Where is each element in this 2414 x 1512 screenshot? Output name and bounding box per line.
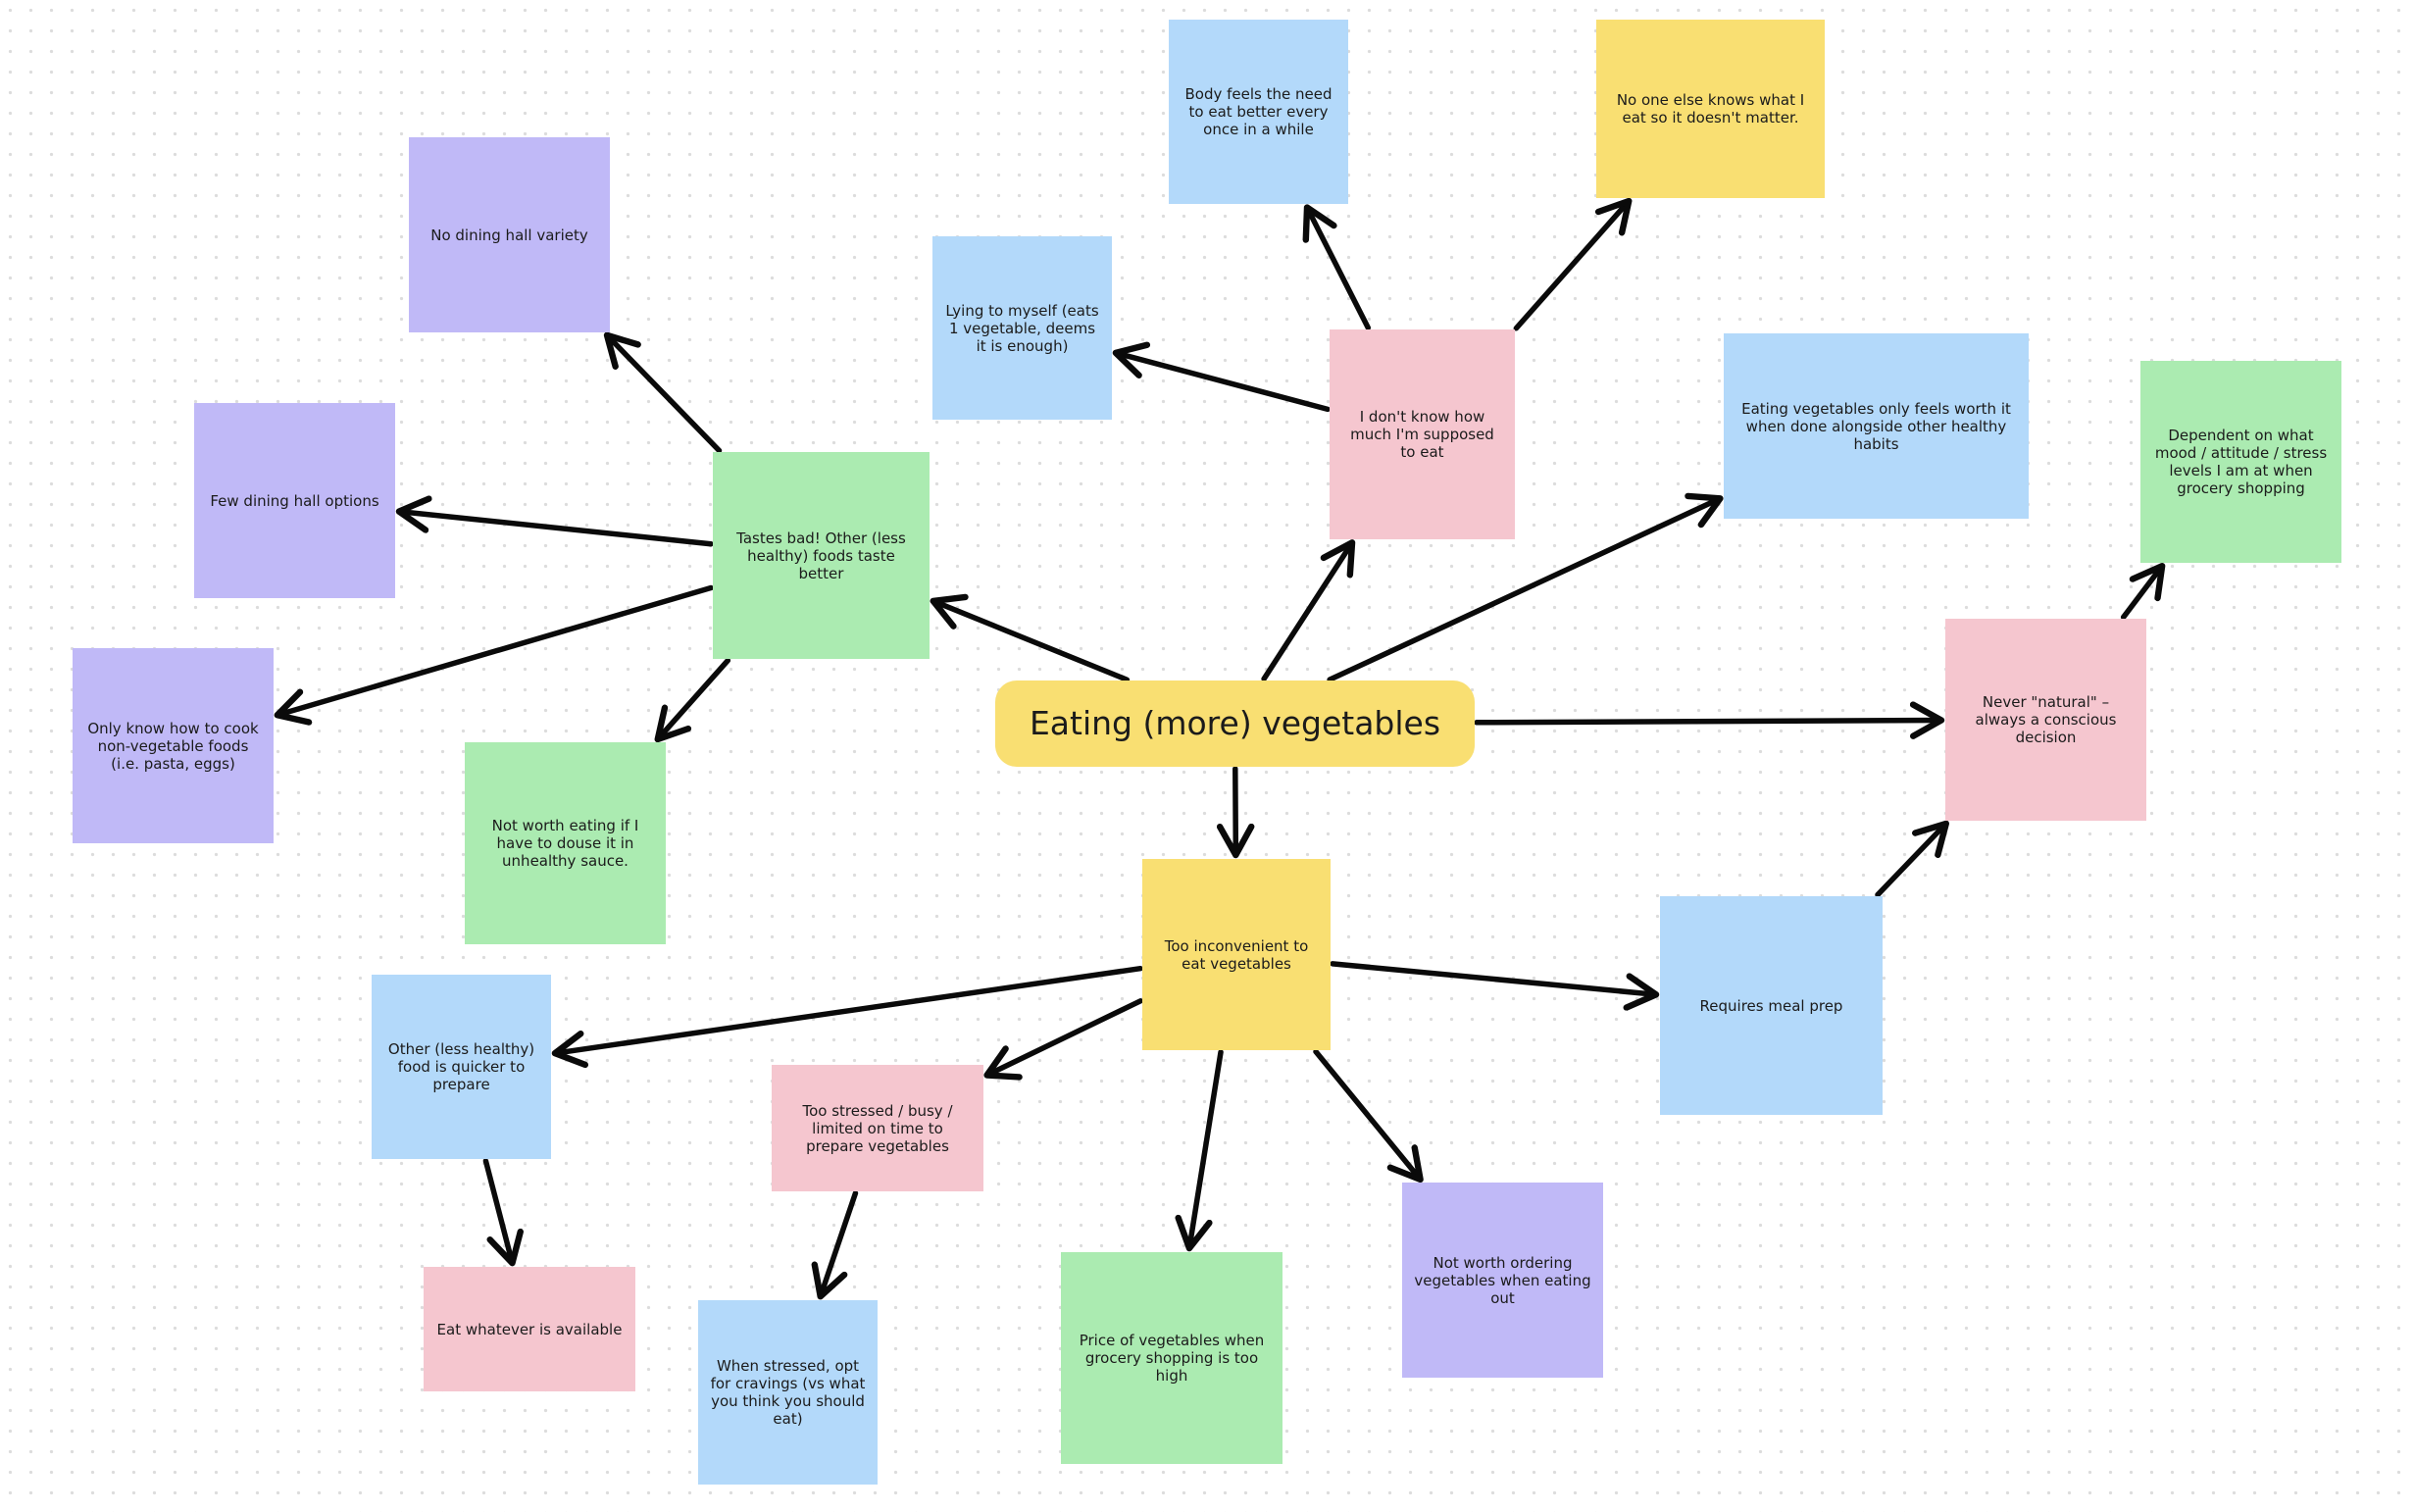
- arrow-tastes_bad-to-few_options: [395, 495, 714, 547]
- node-cravings-when-stressed[interactable]: When stressed, opt for cravings (vs what…: [698, 1300, 878, 1485]
- node-never-natural[interactable]: Never "natural" – always a conscious dec…: [1945, 619, 2146, 821]
- arrow-inconvenient-to-price_high: [1175, 1049, 1224, 1252]
- node-too-inconvenient[interactable]: Too inconvenient to eat vegetables: [1142, 859, 1331, 1050]
- arrow-too_stressed-to-cravings: [811, 1190, 859, 1300]
- arrow-quicker_food-to-eat_whatever: [482, 1158, 524, 1267]
- node-healthy-habits[interactable]: Eating vegetables only feels worth it wh…: [1724, 333, 2029, 519]
- arrow-dont_know_much-to-no_one_knows: [1513, 197, 1633, 331]
- node-quicker-to-prepare[interactable]: Other (less healthy) food is quicker to …: [372, 975, 551, 1159]
- node-dont-know-how-much[interactable]: I don't know how much I'm supposed to ea…: [1330, 329, 1515, 539]
- node-only-know-non-vegetable-foods[interactable]: Only know how to cook non-vegetable food…: [73, 648, 274, 843]
- node-eat-whatever-available[interactable]: Eat whatever is available: [424, 1267, 635, 1391]
- node-requires-meal-prep[interactable]: Requires meal prep: [1660, 896, 1883, 1115]
- node-few-dining-hall-options[interactable]: Few dining hall options: [194, 403, 395, 598]
- arrow-never_natural-to-mood_dependent: [2120, 562, 2166, 621]
- arrow-requires_prep-to-never_natural: [1875, 820, 1950, 898]
- arrow-inconvenient-to-requires_prep: [1330, 961, 1660, 1011]
- node-mood-dependent[interactable]: Dependent on what mood / attitude / stre…: [2140, 361, 2341, 563]
- arrow-central-to-tastes_bad: [930, 593, 1131, 682]
- node-eating-out[interactable]: Not worth ordering vegetables when eatin…: [1402, 1183, 1603, 1378]
- node-lying-to-myself[interactable]: Lying to myself (eats 1 vegetable, deems…: [932, 236, 1112, 420]
- node-body-feels-need[interactable]: Body feels the need to eat better every …: [1169, 20, 1348, 204]
- arrow-central-to-inconvenient: [1216, 766, 1255, 859]
- arrow-inconvenient-to-too_stressed: [983, 998, 1143, 1081]
- arrow-dont_know_much-to-lying: [1112, 341, 1331, 413]
- arrow-inconvenient-to-eating_out: [1313, 1048, 1424, 1184]
- central-topic[interactable]: Eating (more) vegetables: [995, 680, 1475, 767]
- node-no-one-knows[interactable]: No one else knows what I eat so it doesn…: [1596, 20, 1825, 198]
- node-price-too-high[interactable]: Price of vegetables when grocery shoppin…: [1061, 1252, 1282, 1464]
- node-not-worth-unhealthy-sauce[interactable]: Not worth eating if I have to douse it i…: [465, 742, 666, 944]
- arrow-central-to-never_natural: [1474, 701, 1945, 739]
- arrow-dont_know_much-to-body_feels: [1302, 204, 1372, 330]
- arrow-central-to-dont_know_much: [1261, 539, 1356, 682]
- arrow-tastes_bad-to-only_know_cook: [274, 584, 714, 726]
- node-no-dining-hall-variety[interactable]: No dining hall variety: [409, 137, 610, 332]
- node-tastes-bad[interactable]: Tastes bad! Other (less healthy) foods t…: [713, 452, 930, 659]
- arrow-tastes_bad-to-not_worth_sauce: [654, 657, 731, 743]
- node-too-stressed-busy[interactable]: Too stressed / busy / limited on time to…: [772, 1065, 983, 1191]
- arrow-tastes_bad-to-no_variety: [603, 331, 723, 454]
- arrow-inconvenient-to-quicker_food: [551, 965, 1143, 1069]
